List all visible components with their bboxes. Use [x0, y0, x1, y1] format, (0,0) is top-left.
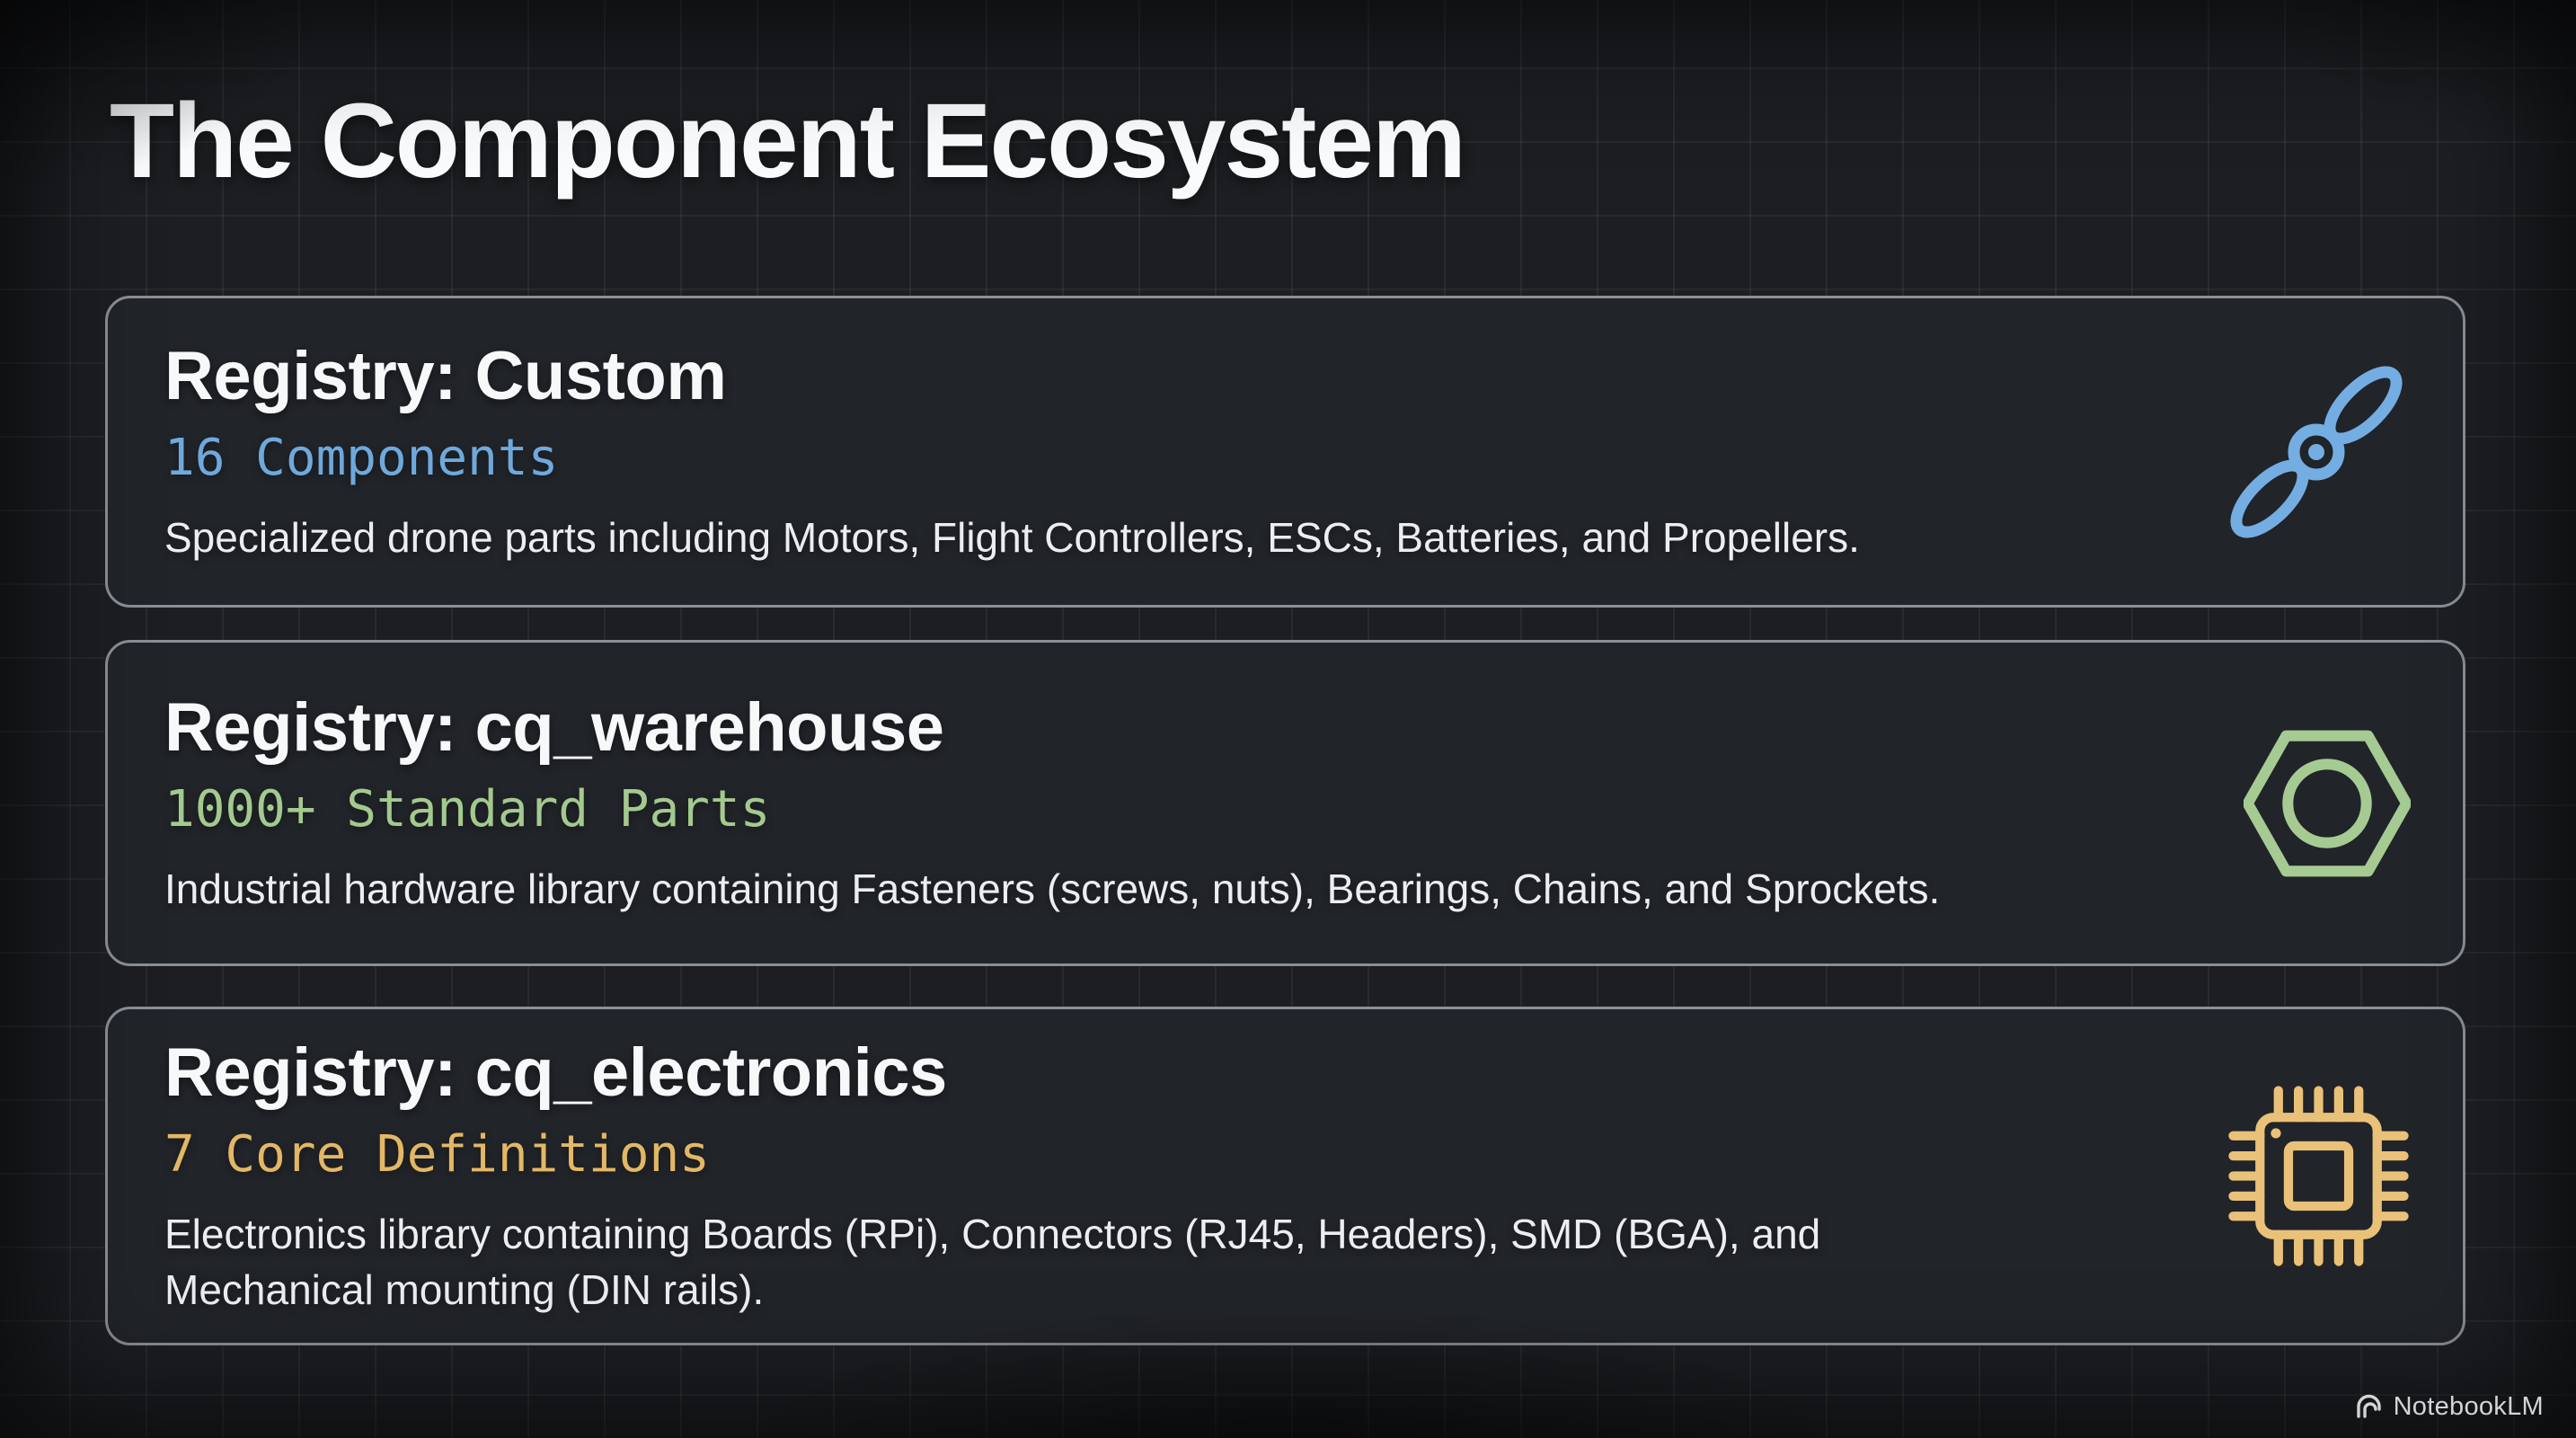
chip-icon — [2226, 1084, 2411, 1268]
registry-card-custom-text: Registry: Custom 16 Components Specializ… — [164, 338, 2182, 565]
watermark: NotebookLM — [2354, 1392, 2544, 1422]
page-title: The Component Ecosystem — [110, 82, 1466, 200]
registry-card-custom: Registry: Custom 16 Components Specializ… — [105, 296, 2465, 608]
watermark-label: NotebookLM — [2393, 1392, 2544, 1421]
notebooklm-logo-icon — [2354, 1393, 2385, 1422]
registry-stat: 1000+ Standard Parts — [164, 780, 771, 839]
registry-description: Specialized drone parts including Motors… — [164, 513, 1860, 561]
registry-stat: 16 Components — [164, 429, 559, 488]
registry-card-cq-electronics-text: Registry: cq_electronics 7 Core Definiti… — [164, 1034, 2187, 1318]
registry-card-cq-warehouse-text: Registry: cq_warehouse 1000+ Standard Pa… — [164, 689, 2204, 917]
registry-heading: Registry: Custom — [164, 338, 727, 415]
registry-heading: Registry: cq_warehouse — [164, 689, 944, 767]
registry-stat: 7 Core Definitions — [164, 1125, 710, 1185]
propeller-icon — [2222, 358, 2411, 546]
registry-card-cq-warehouse: Registry: cq_warehouse 1000+ Standard Pa… — [105, 640, 2465, 966]
registry-description: Electronics library containing Boards (R… — [164, 1210, 1821, 1313]
hex-nut-icon — [2244, 730, 2411, 877]
registry-heading: Registry: cq_electronics — [164, 1034, 947, 1112]
registry-card-cq-electronics: Registry: cq_electronics 7 Core Definiti… — [105, 1007, 2465, 1345]
registry-description: Industrial hardware library containing F… — [164, 865, 1941, 912]
